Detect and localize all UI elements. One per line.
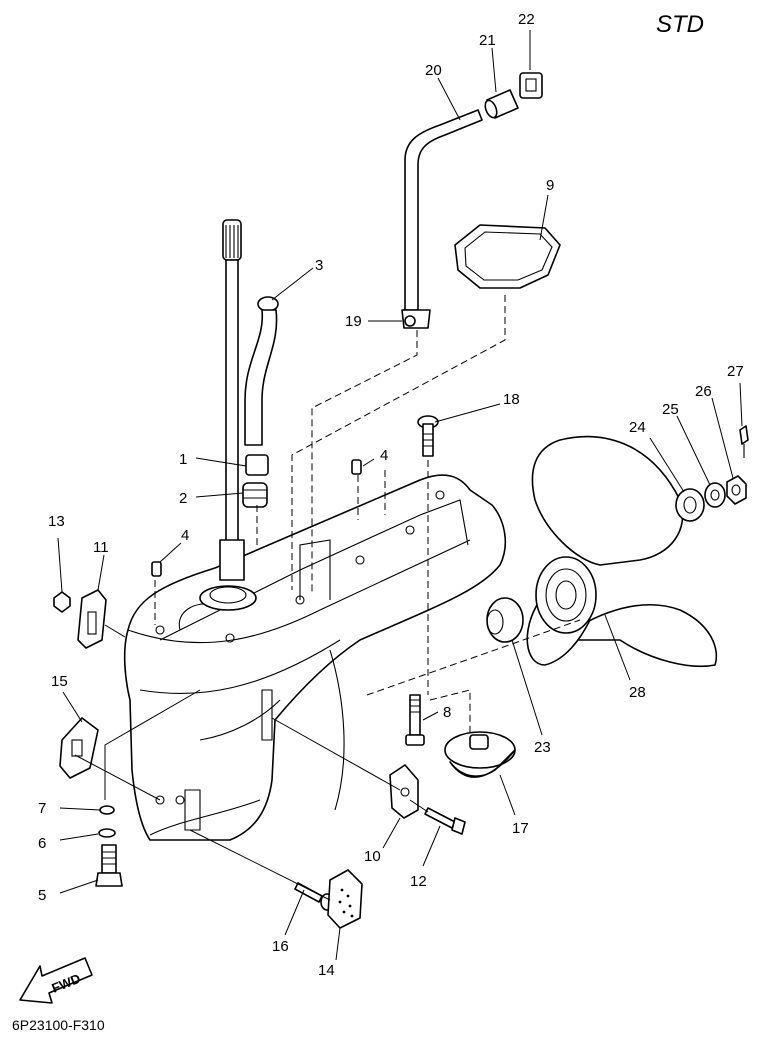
callout-25: 25 <box>662 401 679 418</box>
callout-16: 16 <box>272 938 289 955</box>
callout-1: 1 <box>179 451 187 468</box>
callout-14: 14 <box>318 962 335 979</box>
callout-3: 3 <box>315 257 323 274</box>
callout-4a: 4 <box>181 527 189 544</box>
anode-15 <box>59 717 99 779</box>
gasket-9 <box>454 224 561 289</box>
assembly-guides <box>74 295 581 901</box>
bolt-18 <box>417 415 439 457</box>
leader-lines <box>57 30 743 961</box>
callout-10: 10 <box>364 848 381 865</box>
callout-2: 2 <box>179 490 187 507</box>
grommet-2 <box>242 482 268 508</box>
joint-19 <box>401 309 431 329</box>
cotter-pin-27 <box>739 425 749 458</box>
drive-shaft <box>219 219 245 581</box>
callout-11: 11 <box>93 539 109 556</box>
callout-7: 7 <box>38 800 46 817</box>
callout-17: 17 <box>512 820 529 837</box>
callout-13: 13 <box>48 513 65 530</box>
washer-6 <box>98 828 116 838</box>
propeller-28 <box>526 435 718 668</box>
washer-24 <box>675 488 705 522</box>
callout-23: 23 <box>534 739 551 756</box>
callout-18: 18 <box>503 391 520 408</box>
trim-tab-17 <box>444 731 516 778</box>
callout-9: 9 <box>546 177 554 194</box>
nut-26 <box>726 475 747 505</box>
callout-4b: 4 <box>380 447 388 464</box>
collar-21 <box>484 89 519 119</box>
callout-6: 6 <box>38 835 46 852</box>
screw-12 <box>424 807 466 835</box>
callout-12: 12 <box>410 873 427 890</box>
bolt-5 <box>95 844 123 887</box>
washer-25 <box>704 482 726 508</box>
callout-22: 22 <box>518 11 535 28</box>
callout-8: 8 <box>443 704 451 721</box>
callout-5: 5 <box>38 887 46 904</box>
callouts: 1 2 3 4 4 5 6 7 8 9 10 11 12 13 14 15 16… <box>38 11 744 979</box>
water-tube-3 <box>244 296 279 446</box>
bolt-8 <box>405 694 425 746</box>
clip-22 <box>519 72 543 99</box>
callout-26: 26 <box>695 383 712 400</box>
callout-28: 28 <box>629 684 646 701</box>
callout-20: 20 <box>425 62 442 79</box>
callout-24: 24 <box>629 419 646 436</box>
nut-13 <box>53 591 71 613</box>
callout-21: 21 <box>479 32 496 49</box>
washer-7 <box>99 805 115 815</box>
fwd-arrow-icon: FWD <box>19 957 93 1004</box>
dowel-pin-4a <box>151 561 162 577</box>
grommet-1 <box>245 454 269 476</box>
callout-27: 27 <box>727 363 744 380</box>
anode-14 <box>327 869 363 929</box>
diagram-code: 6P23100-F310 <box>12 1017 105 1033</box>
hose-20 <box>404 109 483 311</box>
screw-16 <box>294 882 334 911</box>
callout-15: 15 <box>51 673 68 690</box>
anode-11 <box>77 589 107 649</box>
dowel-pin-4b <box>351 459 362 475</box>
spacer-23 <box>486 597 524 643</box>
anode-10 <box>389 764 419 819</box>
callout-19: 19 <box>345 313 362 330</box>
variant-label: STD <box>656 11 704 38</box>
